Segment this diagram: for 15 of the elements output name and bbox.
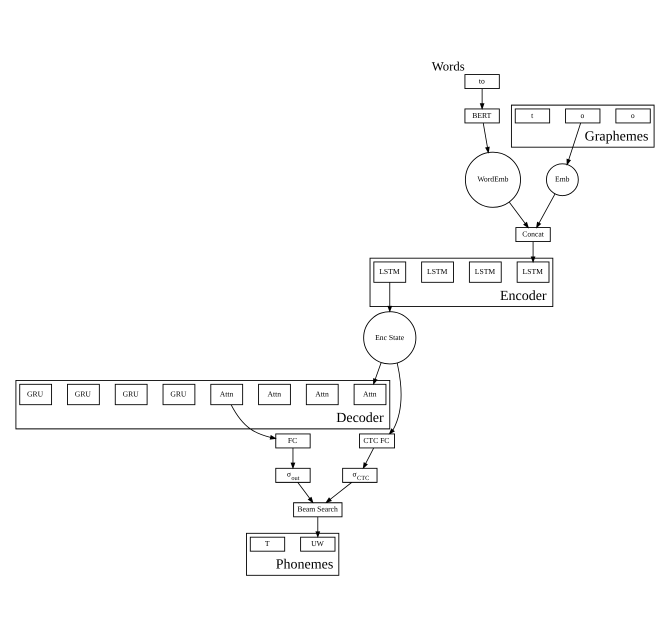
arrow <box>290 447 296 469</box>
arrow <box>297 481 314 504</box>
arrow <box>482 122 490 154</box>
arrow <box>480 88 484 110</box>
arrow <box>315 516 320 538</box>
arrow <box>387 282 392 312</box>
arrow <box>230 404 277 440</box>
node-label: Words <box>432 59 465 74</box>
arrow <box>508 201 530 228</box>
arrow <box>325 481 352 503</box>
arrow <box>388 362 402 434</box>
arrow <box>536 192 556 228</box>
arrow <box>373 362 382 385</box>
arrow <box>362 447 374 469</box>
arrow <box>530 240 536 263</box>
